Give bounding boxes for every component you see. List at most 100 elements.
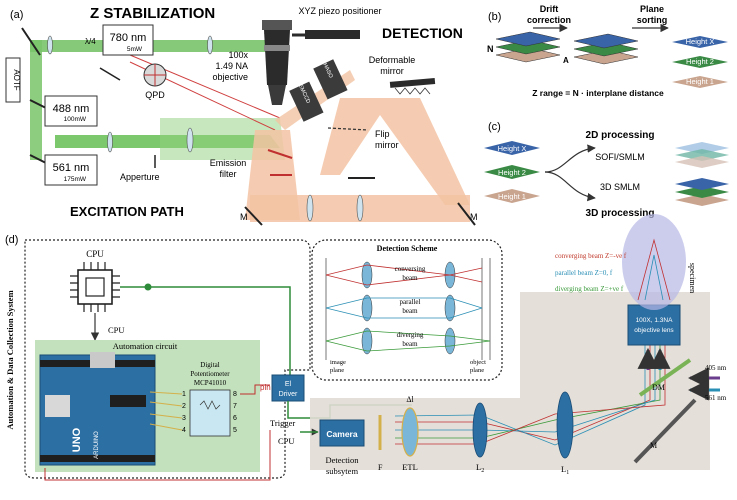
flip-mirror-icon xyxy=(327,127,369,131)
haso-sensor-icon: HASO xyxy=(313,59,348,100)
uno-label: UNO xyxy=(71,427,83,452)
detection-subsystem-1: Detection xyxy=(325,455,359,465)
panel-b: (b) Drift correction Plane sorting N A H… xyxy=(487,4,728,98)
pin-6: 6 xyxy=(233,415,237,422)
detection-title: DETECTION xyxy=(382,25,463,41)
objective-lens-label-1: 100X, 1.3NA xyxy=(636,317,674,324)
delta-l-label: Δl xyxy=(406,395,414,404)
dichroic-icon xyxy=(267,149,293,159)
scheme-rays xyxy=(325,258,491,360)
pin-5: 5 xyxy=(233,427,237,434)
deformable-label-1: Deformable xyxy=(369,55,416,65)
pin-1: 1 xyxy=(182,391,186,398)
detection-scheme-title: Detection Scheme xyxy=(377,244,438,253)
z-stabilization-title: Z STABILIZATION xyxy=(90,5,215,22)
pin-4: 4 xyxy=(182,427,186,434)
mirror-m-left: M xyxy=(240,212,248,222)
diverging-text-1: diverging xyxy=(397,331,424,339)
pot-label-3: MCP41010 xyxy=(194,379,227,387)
wire-red-2 xyxy=(44,430,271,481)
pin-7: 7 xyxy=(233,403,237,410)
pin-label: pin xyxy=(260,383,271,392)
height-2-plane xyxy=(484,165,540,179)
camera-label: Camera xyxy=(326,429,357,439)
excitation-path-title: EXCITATION PATH xyxy=(70,204,184,219)
deformable-mirror-icon xyxy=(389,78,436,95)
plane-sorting-label-1: Plane xyxy=(640,4,664,14)
potentiometer-chip-icon xyxy=(189,389,231,437)
laser-561-power: 175mW xyxy=(64,176,87,183)
lens-icon xyxy=(356,194,364,222)
parallel-text-2: beam xyxy=(402,307,418,315)
pin-8: 8 xyxy=(233,391,237,398)
camera-box: Camera xyxy=(319,419,365,447)
mirror-icon xyxy=(457,202,476,226)
wire-red xyxy=(240,384,270,395)
drift-label-1: Drift xyxy=(540,4,559,14)
panel-a: AOTF 780 nm 5mW 488 nm 100mW 561 nm 175m… xyxy=(5,5,478,226)
objective-label-1: 100x xyxy=(228,50,248,60)
etl-label: ETL xyxy=(402,462,418,472)
microscope-region xyxy=(520,292,710,470)
l2-lens-icon xyxy=(472,402,488,458)
panel-d: (d) Automation & Data Collection System … xyxy=(5,214,727,481)
height-1-plane xyxy=(484,189,540,203)
detection-subsystem-2: subsytem xyxy=(326,466,359,476)
objective-icon xyxy=(262,20,292,105)
dichroic-mirror-icon xyxy=(638,358,692,397)
drift-label-2: correction xyxy=(527,15,571,25)
aotf-box xyxy=(5,57,21,103)
stack-2 xyxy=(573,33,639,65)
laser-488-wavelength: 488 nm xyxy=(53,103,90,115)
objective-label-3: objective xyxy=(212,72,248,82)
mirror-icon xyxy=(21,27,41,56)
cpu-small-label: CPU xyxy=(278,436,295,446)
stack-1 xyxy=(495,31,561,63)
pin-2: 2 xyxy=(182,403,186,410)
driver-label-2: Driver xyxy=(279,391,298,398)
detect-beam-fold xyxy=(320,98,470,205)
aperture-label: Apperture xyxy=(120,172,160,182)
panel-b-label: (b) xyxy=(488,11,501,23)
m-label: M xyxy=(650,441,657,450)
trigger-label: Trigger xyxy=(270,418,295,428)
legend-diverging: diverging beam Z=+ve f xyxy=(555,285,624,293)
lens-icon xyxy=(107,131,113,153)
dm-label: DM xyxy=(652,383,665,392)
system-box xyxy=(24,239,311,479)
height-x-label: Height X xyxy=(686,37,715,46)
piezo-label: XYZ piezo positioner xyxy=(298,6,381,16)
legend-converging: converging beam Z=-ve f xyxy=(555,252,627,260)
sorted-heights xyxy=(672,36,728,88)
pin-3: 3 xyxy=(182,415,186,422)
f-label: F xyxy=(378,463,383,472)
converging-text-1: conversing xyxy=(395,265,426,273)
result-3d-icon xyxy=(675,178,729,206)
proc2d-label: 2D processing xyxy=(586,130,655,141)
height-2-label: Height 2 xyxy=(686,57,714,66)
l2-label: L2 xyxy=(476,462,484,474)
piezo-icon xyxy=(305,30,360,39)
lens-icon xyxy=(306,194,314,222)
laser-488-power: 100mW xyxy=(64,116,87,123)
specimen-label: specimen xyxy=(688,263,697,293)
arduino-board-icon: UNO ARDUINO xyxy=(39,352,156,466)
objective-lens-label-2: objective lens xyxy=(634,327,674,334)
cpu-driver-line xyxy=(120,286,291,375)
wl-561-label: 561 nm xyxy=(705,394,727,402)
height-x-plane xyxy=(484,141,540,155)
panel-d-label: (d) xyxy=(5,234,18,246)
specimen-icon xyxy=(622,214,686,310)
converging-text-2: beam xyxy=(402,274,418,282)
mirror-icon xyxy=(99,67,121,81)
panel-c-label: (c) xyxy=(488,121,501,133)
pot-label-2: Potentiometer xyxy=(190,370,230,378)
emission-label-1: Emission xyxy=(210,158,247,168)
flip-label-1: Flip xyxy=(375,129,390,139)
laser-780: 780 nm 5mW xyxy=(102,24,154,56)
l1-lens-icon xyxy=(556,391,574,459)
cpu-arrow-label: CPU xyxy=(108,325,125,335)
mirror-icon xyxy=(244,206,263,226)
n-label: N xyxy=(487,44,494,54)
